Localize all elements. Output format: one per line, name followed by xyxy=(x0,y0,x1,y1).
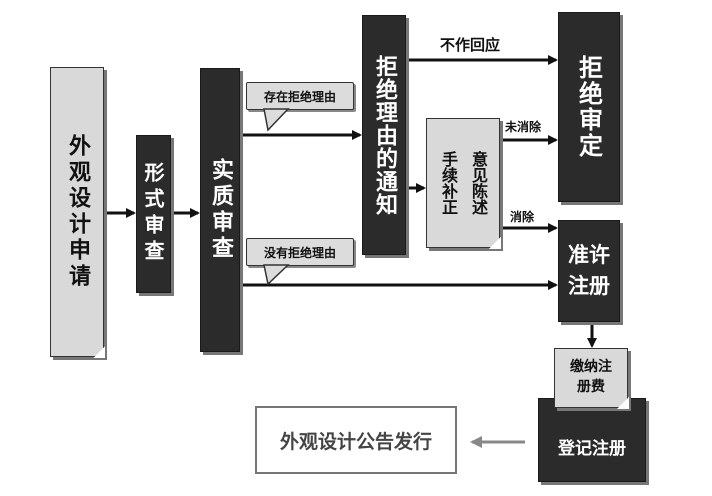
node-rejection-decision: 拒绝审定 xyxy=(558,12,620,202)
callout-no-reason: 没有拒绝理由 xyxy=(246,238,354,266)
node-rejection-notice: 拒绝理由的通知 xyxy=(362,15,406,255)
node-grant-registration-text: 准许注册 xyxy=(568,242,610,299)
node-rejection-notice-text: 拒绝理由的通知 xyxy=(372,54,397,216)
node-formal-exam: 形式审查 xyxy=(136,135,171,293)
node-application: 外观设计申请 xyxy=(50,67,105,358)
callout-no-reason-text: 没有拒绝理由 xyxy=(263,245,336,260)
label-eliminated: 消除 xyxy=(510,210,535,224)
callout-has-reason-tail xyxy=(263,108,290,132)
node-application-text: 外观设计申请 xyxy=(65,134,90,290)
node-pay-fee-text: 缴纳注册费 xyxy=(570,359,612,395)
node-grant-registration: 准许注册 xyxy=(558,220,620,322)
node-substantive-exam: 实质审查 xyxy=(200,68,240,352)
node-pay-fee: 缴纳注册费 xyxy=(554,348,629,409)
node-amend: 意见陈述 手续补正 xyxy=(426,118,501,249)
node-amend-col1: 意见陈述 xyxy=(469,151,488,215)
callout-has-reason: 存在拒绝理由 xyxy=(246,82,354,110)
label-no-response: 不作回应 xyxy=(440,36,501,54)
node-rejection-decision-text: 拒绝审定 xyxy=(574,55,603,159)
node-publish: 外观设计公告发行 xyxy=(255,406,457,474)
callout-has-reason-text: 存在拒绝理由 xyxy=(263,89,336,104)
node-publish-text: 外观设计公告发行 xyxy=(279,430,432,453)
node-amend-col2: 手续补正 xyxy=(439,151,458,215)
label-not-eliminated: 未消除 xyxy=(505,120,542,134)
node-register: 登记注册 xyxy=(538,398,646,482)
node-register-text: 登记注册 xyxy=(558,439,626,459)
node-substantive-exam-text: 实质审查 xyxy=(208,158,233,262)
node-formal-exam-text: 形式审查 xyxy=(141,162,165,266)
callout-no-reason-tail xyxy=(263,264,290,286)
